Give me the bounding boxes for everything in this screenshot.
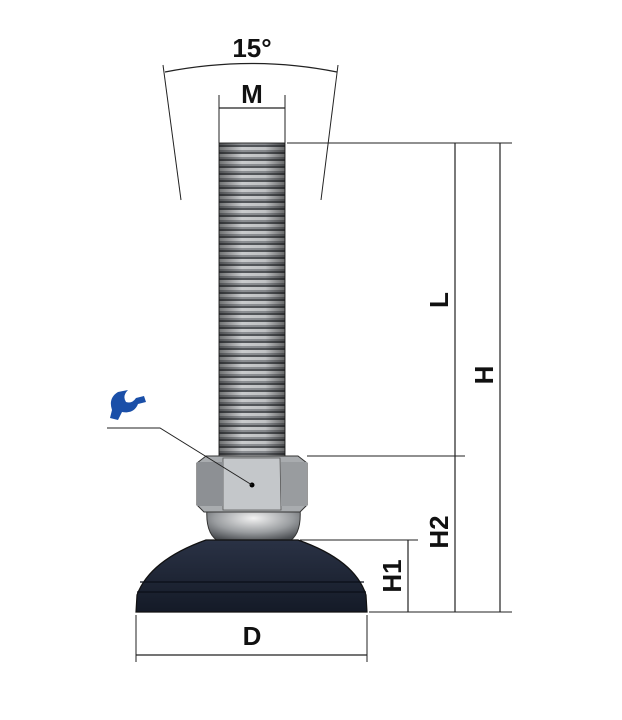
angle-label: 15° bbox=[232, 33, 271, 63]
hex-nut bbox=[196, 455, 308, 513]
angle-dimension: 15° bbox=[162, 33, 339, 201]
threaded-stud bbox=[218, 142, 286, 459]
nut-leader-line bbox=[107, 427, 253, 486]
base-pad bbox=[135, 539, 368, 613]
wrench-icon bbox=[110, 390, 146, 420]
thread-label: M bbox=[241, 79, 263, 109]
height-label: H bbox=[469, 366, 499, 385]
ball-joint bbox=[206, 507, 301, 543]
thread-dimension: M bbox=[218, 79, 286, 143]
h1-label: H1 bbox=[377, 559, 407, 592]
diameter-label: D bbox=[243, 621, 262, 651]
length-label: L bbox=[424, 292, 454, 308]
h2-label: H2 bbox=[424, 515, 454, 548]
